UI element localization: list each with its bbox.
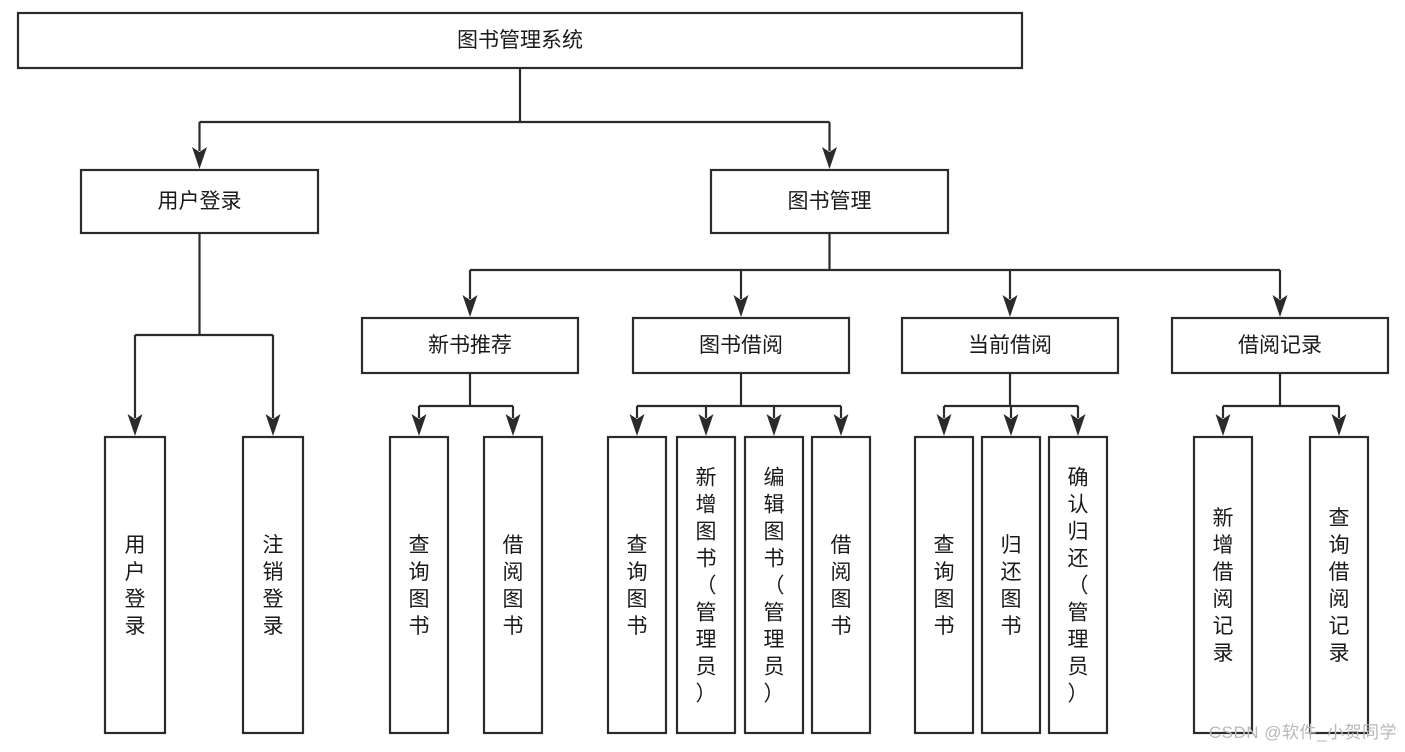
node-label: 用户登录: [125, 534, 146, 638]
node-box: [606, 435, 668, 735]
connector-group: [411, 373, 521, 436]
connector-group: [936, 373, 1086, 436]
node-box: [743, 435, 805, 735]
node-label: 图书管理: [788, 190, 872, 213]
node-layer: 图书管理系统用户登录图书管理新书推荐图书借阅当前借阅借阅记录用户登录注销登录查询…: [16, 11, 1390, 735]
node-book-borrow[interactable]: 图书借阅: [631, 316, 851, 375]
arrowhead-icon: [192, 147, 207, 169]
node-root[interactable]: 图书管理系统: [16, 11, 1024, 70]
node-label: 注销登录: [263, 534, 284, 638]
node-leaf-query-book-3[interactable]: 查询图书: [913, 435, 975, 735]
node-leaf-add-book[interactable]: 新增图书（管理员）: [675, 435, 737, 735]
node-label: 查询图书: [409, 534, 430, 638]
node-box: [79, 168, 320, 235]
connector-group: [127, 233, 281, 436]
arrowhead-icon: [936, 414, 952, 436]
node-label: 查询图书: [934, 534, 955, 638]
csdn-watermark: CSDN @软件_小贺同学: [1208, 723, 1397, 742]
arrowhead-icon: [1070, 414, 1086, 436]
node-label: 借阅图书: [831, 534, 852, 638]
node-user-login[interactable]: 用户登录: [79, 168, 320, 235]
arrowhead-icon: [1331, 414, 1347, 436]
node-current-borrow[interactable]: 当前借阅: [900, 316, 1120, 375]
arrowhead-icon: [822, 147, 837, 169]
node-box: [1047, 435, 1109, 735]
node-label: 新增借阅记录: [1213, 507, 1234, 665]
node-label: 确认归还（管理员）: [1068, 467, 1089, 706]
node-leaf-query-book-1[interactable]: 查询图书: [388, 435, 450, 735]
connector-group: [1215, 373, 1347, 436]
node-leaf-edit-book[interactable]: 编辑图书（管理员）: [743, 435, 805, 735]
arrowhead-icon: [505, 414, 521, 436]
node-box: [675, 435, 737, 735]
arrowhead-icon: [733, 295, 749, 317]
node-label: 查询图书: [627, 534, 648, 638]
node-leaf-query-book-2[interactable]: 查询图书: [606, 435, 668, 735]
node-box: [388, 435, 450, 735]
node-book-manage[interactable]: 图书管理: [709, 168, 950, 235]
node-box: [631, 316, 851, 375]
arrowhead-icon: [127, 414, 143, 436]
node-box: [709, 168, 950, 235]
node-new-book-recommend[interactable]: 新书推荐: [360, 316, 580, 375]
node-borrow-record[interactable]: 借阅记录: [1170, 316, 1390, 375]
node-box: [900, 316, 1120, 375]
arrowhead-icon: [1002, 295, 1018, 317]
arrowhead-icon: [629, 414, 645, 436]
node-label: 查询借阅记录: [1329, 507, 1350, 665]
node-label: 借阅图书: [503, 534, 524, 638]
node-leaf-logout[interactable]: 注销登录: [241, 435, 305, 735]
connector-layer: [127, 68, 1347, 436]
arrowhead-icon: [1003, 414, 1019, 436]
arrowhead-icon: [698, 414, 714, 436]
node-box: [1192, 435, 1254, 735]
node-label: 借阅记录: [1238, 334, 1322, 357]
arrowhead-icon: [833, 414, 849, 436]
node-box: [913, 435, 975, 735]
node-leaf-user-login[interactable]: 用户登录: [103, 435, 167, 735]
node-label: 归还图书: [1001, 534, 1022, 638]
connector-group: [192, 68, 837, 169]
node-label: 图书管理系统: [457, 29, 583, 52]
node-leaf-add-record[interactable]: 新增借阅记录: [1192, 435, 1254, 735]
connector-group: [462, 233, 1288, 317]
node-leaf-borrow-book-2[interactable]: 借阅图书: [810, 435, 872, 735]
node-leaf-confirm-return[interactable]: 确认归还（管理员）: [1047, 435, 1109, 735]
node-label: 当前借阅: [968, 334, 1052, 357]
arrowhead-icon: [1215, 414, 1231, 436]
node-label: 新增图书（管理员）: [696, 467, 717, 706]
node-box: [360, 316, 580, 375]
arrowhead-icon: [411, 414, 427, 436]
arrowhead-icon: [462, 295, 478, 317]
node-box: [482, 435, 544, 735]
arrowhead-icon: [265, 414, 281, 436]
connector-group: [629, 373, 849, 436]
node-box: [241, 435, 305, 735]
node-box: [103, 435, 167, 735]
node-box: [810, 435, 872, 735]
node-box: [980, 435, 1042, 735]
node-box: [1170, 316, 1390, 375]
node-leaf-return-book[interactable]: 归还图书: [980, 435, 1042, 735]
node-leaf-query-record[interactable]: 查询借阅记录: [1308, 435, 1370, 735]
node-box: [1308, 435, 1370, 735]
arrowhead-icon: [766, 414, 782, 436]
node-label: 编辑图书（管理员）: [764, 467, 785, 706]
arrowhead-icon: [1272, 295, 1288, 317]
node-box: [16, 11, 1024, 70]
node-label: 新书推荐: [428, 334, 512, 357]
node-leaf-borrow-book-1[interactable]: 借阅图书: [482, 435, 544, 735]
node-label: 用户登录: [158, 190, 242, 213]
node-label: 图书借阅: [699, 334, 783, 357]
